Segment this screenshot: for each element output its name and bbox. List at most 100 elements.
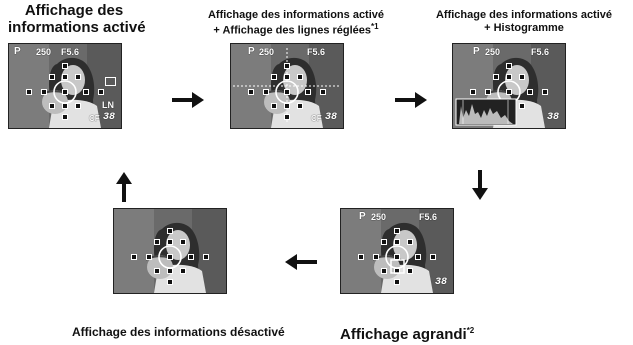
af-point — [248, 89, 254, 95]
af-point — [26, 89, 32, 95]
af-point — [41, 89, 47, 95]
af-point — [527, 89, 533, 95]
screen-info-grid: P 250 F5.6 CF 38 — [230, 43, 344, 129]
frames-remaining: 38 — [103, 112, 116, 123]
shutter-speed: 250 — [485, 47, 501, 57]
af-point — [297, 103, 303, 109]
af-point — [485, 89, 491, 95]
af-point — [62, 103, 68, 109]
af-point — [180, 268, 186, 274]
af-point — [506, 63, 512, 69]
af-point — [430, 254, 436, 260]
photo-scene — [9, 44, 121, 128]
grid-lines — [233, 48, 341, 124]
af-point — [373, 254, 379, 260]
af-point — [263, 89, 269, 95]
magnify-frame — [390, 259, 405, 274]
card-indicator: CF — [89, 114, 100, 123]
af-point — [154, 239, 160, 245]
af-point — [167, 279, 173, 285]
aperture-value: F5.6 — [61, 47, 80, 57]
af-point — [506, 89, 512, 95]
af-point — [284, 114, 290, 120]
shutter-speed: 250 — [259, 47, 275, 57]
flash-icon — [105, 77, 116, 86]
af-point — [49, 74, 55, 80]
af-points — [131, 228, 209, 285]
mode-indicator: P — [248, 46, 255, 57]
af-point — [297, 74, 303, 80]
af-point — [394, 279, 400, 285]
mode-indicator: P — [14, 46, 21, 57]
aperture-value: F5.6 — [307, 47, 326, 57]
af-point — [154, 268, 160, 274]
arrow-left-icon — [285, 254, 317, 270]
af-point — [180, 239, 186, 245]
af-point — [167, 268, 173, 274]
af-points — [26, 63, 104, 120]
af-point — [381, 239, 387, 245]
af-point — [381, 268, 387, 274]
frames-remaining: 38 — [325, 112, 338, 123]
af-point — [203, 254, 209, 260]
af-point — [146, 254, 152, 260]
af-point — [83, 89, 89, 95]
arrow-right-icon — [395, 92, 427, 108]
af-point — [519, 103, 525, 109]
caption-info-grid: Affichage des informations activé + Affi… — [207, 9, 385, 37]
screen-magnified: P 250 F5.6 38 — [340, 208, 454, 294]
aperture-value: F5.6 — [531, 47, 550, 57]
af-point — [75, 74, 81, 80]
af-point — [542, 89, 548, 95]
card-indicator: CF — [311, 114, 322, 123]
screen-info-histogram: P 250 F5.6 38 — [452, 43, 566, 129]
shutter-speed: 250 — [36, 47, 52, 57]
af-point — [305, 89, 311, 95]
caption-info-histogram: Affichage des informations activé + Hist… — [435, 9, 613, 34]
arrow-up-icon — [116, 172, 132, 202]
af-point — [320, 89, 326, 95]
af-point — [358, 254, 364, 260]
shutter-speed: 250 — [371, 212, 387, 222]
af-point — [284, 63, 290, 69]
caption-magnified: Affichage agrandi*2 — [340, 326, 475, 343]
af-point — [167, 239, 173, 245]
af-point — [284, 89, 290, 95]
af-point — [415, 254, 421, 260]
caption-info-off: Affichage des informations désactivé — [72, 325, 285, 339]
screen-info-on: P 250 F5.6 LN CF 38 — [8, 43, 122, 129]
af-point — [394, 239, 400, 245]
af-point — [167, 254, 173, 260]
af-point — [167, 228, 173, 234]
af-point — [506, 74, 512, 80]
af-point — [62, 114, 68, 120]
arrow-right-icon — [172, 92, 204, 108]
frames-remaining: 38 — [435, 277, 448, 288]
af-point — [407, 268, 413, 274]
af-point — [493, 74, 499, 80]
af-point — [271, 103, 277, 109]
af-point — [62, 74, 68, 80]
af-point — [470, 89, 476, 95]
af-point — [75, 103, 81, 109]
af-point — [62, 89, 68, 95]
af-point — [62, 63, 68, 69]
quality-indicator: LN — [102, 100, 114, 110]
caption-info-on: Affichage des informations activé — [8, 2, 146, 37]
mode-indicator: P — [359, 211, 366, 222]
frames-remaining: 38 — [547, 112, 560, 123]
af-point — [271, 74, 277, 80]
histogram — [455, 98, 517, 126]
screen-info-off — [113, 208, 227, 294]
af-point — [49, 103, 55, 109]
af-point — [188, 254, 194, 260]
af-point — [284, 74, 290, 80]
af-point — [98, 89, 104, 95]
af-point — [284, 103, 290, 109]
af-points — [248, 63, 326, 120]
arrow-down-icon — [472, 170, 488, 200]
aperture-value: F5.6 — [419, 212, 438, 222]
mode-indicator: P — [473, 46, 480, 57]
af-point — [394, 228, 400, 234]
af-point — [407, 239, 413, 245]
